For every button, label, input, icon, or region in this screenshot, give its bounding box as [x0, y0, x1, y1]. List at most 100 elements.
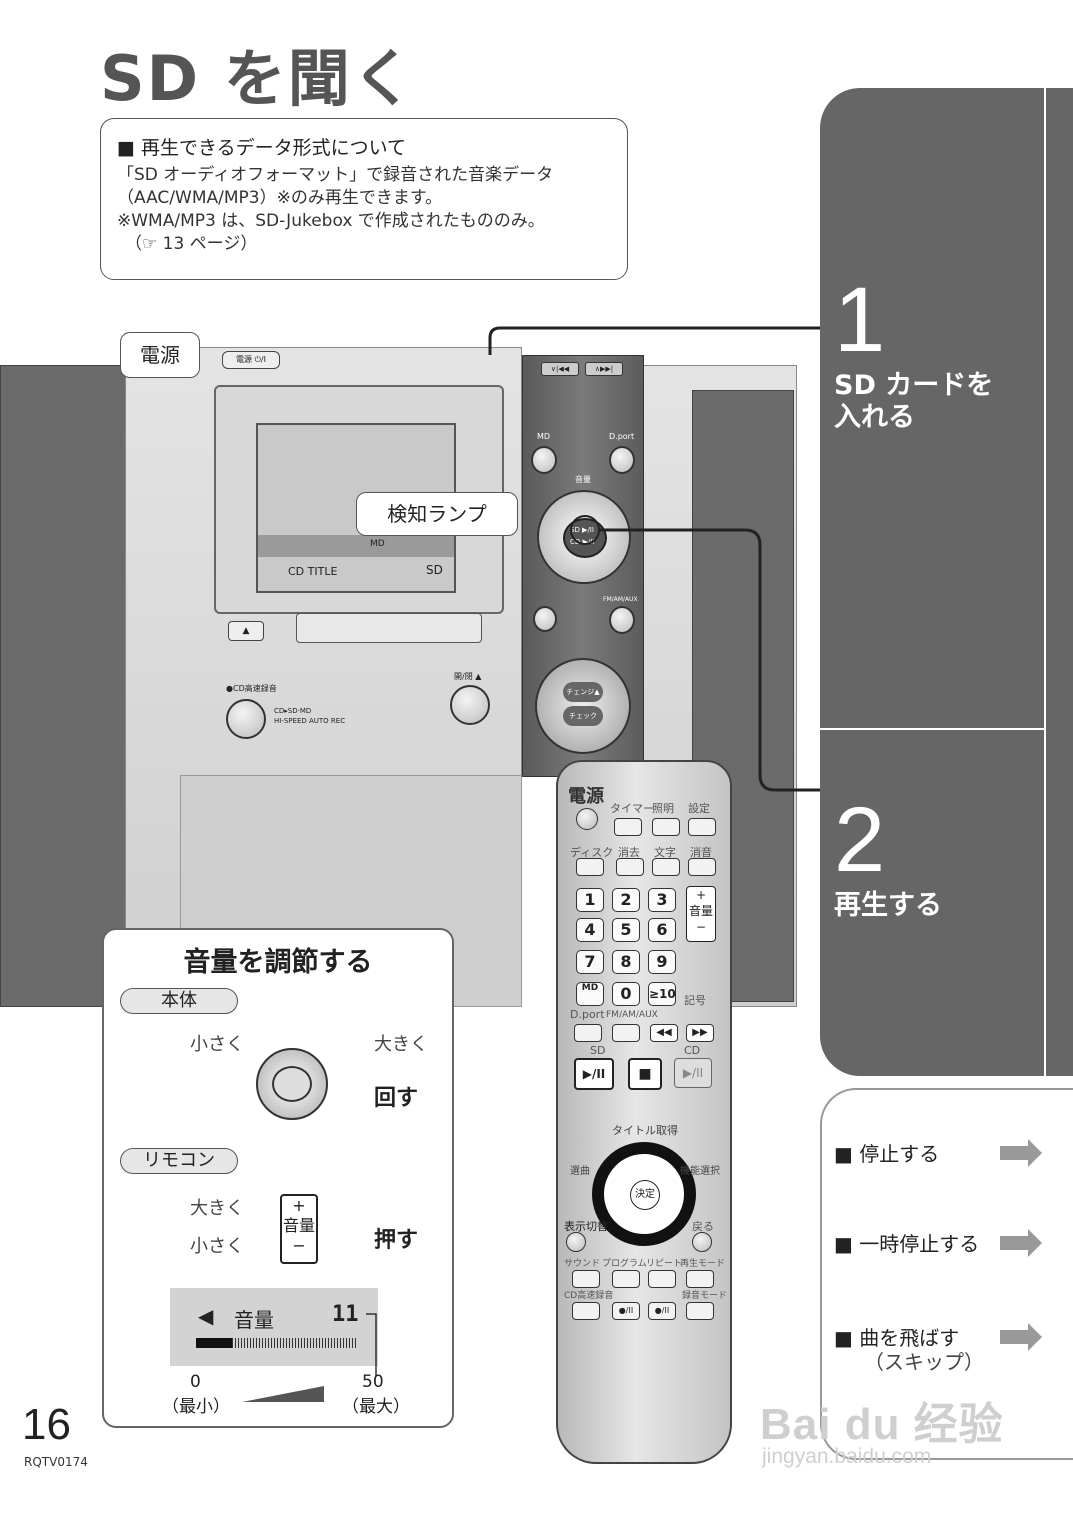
step-separator: [820, 728, 1044, 730]
rec-label: ●CD高速録音: [226, 684, 277, 693]
key-9[interactable]: 9: [648, 950, 676, 974]
check-button[interactable]: チェック: [563, 706, 603, 726]
display-sd: SD: [426, 563, 443, 577]
fm-am-aux-button[interactable]: [609, 606, 635, 634]
step-2-number: 2: [834, 789, 886, 891]
arrow-right-icon: [1000, 1323, 1042, 1351]
max-caption: （最大）: [342, 1397, 410, 1417]
disc-selector[interactable]: チェンジ▲ チェック: [535, 658, 631, 754]
device-power-button[interactable]: 電源 ⏻/I: [222, 351, 280, 369]
display-volume-value: 11: [332, 1302, 359, 1327]
step-2-text: 再生する: [834, 890, 942, 921]
remote-control: 電源 タイマー 照明 設定 ディスク 消去 文字 消音 1 2 3 4 5 6 …: [556, 760, 732, 1464]
remote-power-label: 電源: [568, 786, 604, 807]
display-band: [258, 535, 454, 557]
key-10plus[interactable]: ≥10: [648, 982, 676, 1006]
sd-play-pause-button[interactable]: ▶/II: [574, 1058, 614, 1090]
rec-sub1: CD▸SD·MD: [274, 707, 312, 715]
rec-mode-button[interactable]: [686, 1302, 714, 1320]
setting-label: 設定: [688, 802, 710, 815]
sound-button[interactable]: [572, 1270, 600, 1288]
cd-play-pause-button[interactable]: ▶/II: [674, 1058, 712, 1088]
step-1-line1: SD カードを: [834, 370, 994, 401]
erase-button[interactable]: [616, 858, 644, 876]
key-md[interactable]: MD: [576, 982, 604, 1006]
dport-remote-button[interactable]: [574, 1024, 602, 1042]
remote-smaller-label: 小さく: [190, 1236, 244, 1257]
play-mode-button[interactable]: [686, 1270, 714, 1288]
sd-cd-play-button[interactable]: SD ▶/II CD ▶/II: [563, 518, 607, 558]
cd-rec-remote-button[interactable]: [572, 1302, 600, 1320]
fmam-remote-button[interactable]: [612, 1024, 640, 1042]
key-0[interactable]: 0: [612, 982, 640, 1006]
erase-label: 消去: [618, 846, 640, 859]
next-button[interactable]: ∧▶▶|: [585, 362, 623, 376]
remote-volume-key[interactable]: +音量−: [686, 886, 716, 942]
volume-label: 音量: [575, 475, 591, 484]
cd-play-label: CD ▶/II: [570, 538, 595, 546]
dport-button[interactable]: [609, 446, 635, 474]
char-label: 文字: [654, 846, 676, 859]
enter-button[interactable]: 決定: [630, 1180, 660, 1210]
md-play-button[interactable]: [531, 446, 557, 474]
display-switch-button[interactable]: [566, 1232, 586, 1252]
open-close-button[interactable]: [450, 685, 490, 725]
op-pause: ■ 一時停止する: [834, 1232, 980, 1256]
sound-label: サウンド: [564, 1259, 601, 1269]
volume-knob-detail: [256, 1048, 328, 1120]
setting-button[interactable]: [688, 818, 716, 836]
sd-rec-button[interactable]: ●/II: [612, 1302, 640, 1320]
disc-button[interactable]: [576, 858, 604, 876]
fast-forward-button[interactable]: ▶▶: [686, 1024, 714, 1042]
program-button[interactable]: [612, 1270, 640, 1288]
cd-rec-button[interactable]: [226, 699, 266, 739]
remote-volume-detail-key: +音量−: [280, 1194, 318, 1264]
format-info-line: ※WMA/MP3 は、SD-Jukebox で作成されたもののみ。: [117, 211, 545, 231]
disc-label: ディスク: [570, 846, 614, 859]
sd-remote-label: SD: [590, 1044, 606, 1057]
max-value: 50: [362, 1372, 384, 1392]
step1-line: [488, 326, 820, 355]
stop-button[interactable]: [533, 606, 557, 632]
timer-button[interactable]: [614, 818, 642, 836]
eject-button[interactable]: ▲: [228, 621, 264, 641]
step-1-number: 1: [834, 269, 886, 371]
min-caption: （最小）: [162, 1397, 230, 1417]
key-8[interactable]: 8: [612, 950, 640, 974]
key-3[interactable]: 3: [648, 888, 676, 912]
back-button[interactable]: [692, 1232, 712, 1252]
key-5[interactable]: 5: [612, 918, 640, 942]
rewind-button[interactable]: ◀◀: [650, 1024, 678, 1042]
min-value: 0: [190, 1372, 201, 1392]
sensor-circle: [570, 515, 600, 545]
key-6[interactable]: 6: [648, 918, 676, 942]
repeat-button[interactable]: [648, 1270, 676, 1288]
key-2[interactable]: 2: [612, 888, 640, 912]
rec-mode-label: 録音モード: [682, 1291, 728, 1301]
remote-stop-button[interactable]: ■: [628, 1058, 662, 1090]
key-1[interactable]: 1: [576, 888, 604, 912]
op-skip: ■ 曲を飛ばす: [834, 1326, 960, 1350]
stereo-unit-illustration: MD CD TITLE SD 電源 ⏻/I ▲ ●CD高速録音 CD▸SD·MD…: [0, 335, 797, 1015]
model-code: RQTV0174: [24, 1455, 88, 1469]
md-rec-button[interactable]: ●/II: [648, 1302, 676, 1320]
changer-button[interactable]: チェンジ▲: [563, 682, 603, 702]
step-1-text: SD カードを 入れる: [834, 370, 993, 434]
char-button[interactable]: [652, 858, 680, 876]
prev-button[interactable]: ∨|◀◀: [541, 362, 579, 376]
light-button[interactable]: [652, 818, 680, 836]
mute-button[interactable]: [688, 858, 716, 876]
key-7[interactable]: 7: [576, 950, 604, 974]
power-callout: 電源: [120, 332, 200, 378]
left-speaker: [0, 365, 132, 1007]
format-info-line: （AAC/WMA/MP3）※のみ再生できます。: [117, 188, 443, 208]
volume-knob[interactable]: SD ▶/II CD ▶/II: [537, 490, 631, 584]
panel-edge-line: [1044, 88, 1046, 1076]
remote-power-button[interactable]: [576, 808, 598, 830]
key-4[interactable]: 4: [576, 918, 604, 942]
display-switch-label: 表示切替: [564, 1220, 608, 1233]
format-info-box: ■ 再生できるデータ形式について 「SD オーディオフォーマット」で録音された音…: [100, 118, 628, 280]
sd-play-label: SD ▶/II: [570, 526, 594, 534]
fm-label: FM/AM/AUX: [603, 596, 638, 603]
repeat-label: リピート: [646, 1259, 683, 1269]
